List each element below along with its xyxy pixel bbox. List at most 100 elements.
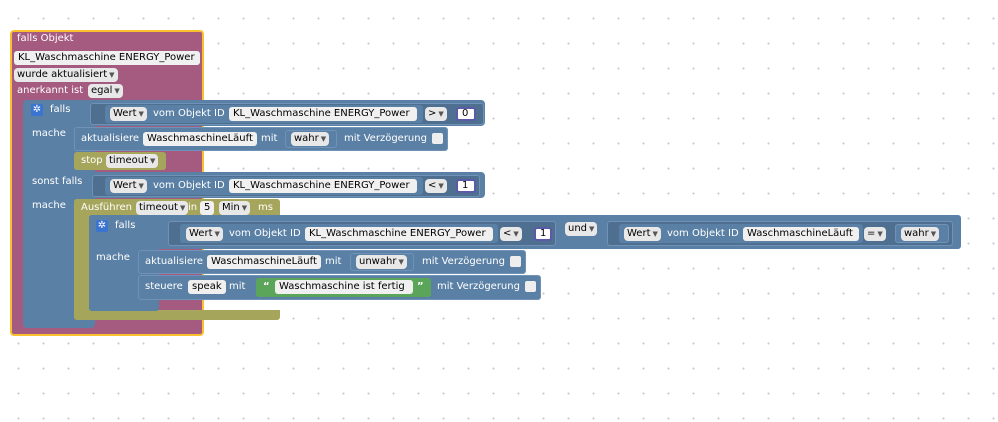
- chevron-down-icon: ▼: [109, 71, 115, 79]
- update2-bool-dropdown[interactable]: unwahr▼: [356, 255, 407, 269]
- ack-value: egal: [91, 85, 113, 96]
- if1-mache2-label: mache: [32, 200, 66, 211]
- cond1-number-field[interactable]: 0: [456, 107, 476, 121]
- timeout-suffix-label: ms: [258, 202, 273, 213]
- cond2-prop-dropdown[interactable]: Wert▼: [110, 179, 147, 193]
- and-value: und: [568, 223, 588, 234]
- update-block-2[interactable]: [138, 250, 526, 274]
- if2-mache-label: mache: [96, 252, 130, 263]
- chevron-down-icon: ▼: [398, 258, 404, 266]
- timeout-name-dropdown[interactable]: timeout▼: [136, 201, 189, 215]
- gear-icon[interactable]: ✲: [96, 220, 108, 232]
- timeout-unit-value: Min: [222, 202, 240, 213]
- update-block-1[interactable]: [74, 127, 448, 151]
- condb-op-value: =: [867, 228, 876, 239]
- conda-number-field[interactable]: 1: [534, 227, 553, 241]
- timeout-block-foot: [74, 310, 280, 320]
- chevron-down-icon: ▼: [438, 182, 444, 190]
- quote-close-icon: ”: [417, 281, 424, 292]
- conda-prop-value: Wert: [189, 228, 213, 239]
- ack-label: anerkannt ist: [17, 85, 84, 96]
- update1-label: aktualisiere: [81, 133, 140, 144]
- update1-var-field[interactable]: WaschmaschineLäuft: [143, 132, 257, 146]
- control-delay-label: mit Verzögerung: [437, 281, 520, 292]
- quote-open-icon: “: [263, 281, 270, 292]
- conda-from-label: vom Objekt ID: [229, 228, 301, 239]
- cond2-prop-value: Wert: [113, 180, 137, 191]
- update1-delay-checkbox[interactable]: [432, 133, 443, 144]
- if1-falls-label: falls: [50, 104, 71, 115]
- trigger-event-value: wurde aktualisiert: [17, 69, 108, 80]
- cond2-object-id-field[interactable]: KL_Waschmaschine ENERGY_Power: [229, 179, 417, 193]
- conda-object-id-field[interactable]: KL_Waschmaschine ENERGY_Power: [305, 227, 493, 241]
- cond1-prop-value: Wert: [113, 108, 137, 119]
- timeout-value-field[interactable]: 5: [200, 201, 215, 215]
- conda-op-dropdown[interactable]: <▼: [500, 227, 522, 241]
- control-text-field[interactable]: Waschmaschine ist fertig: [275, 280, 413, 294]
- update1-with-label: mit: [261, 133, 278, 144]
- chevron-down-icon: ▼: [513, 230, 519, 238]
- update1-delay-label: mit Verzögerung: [344, 133, 427, 144]
- if1-sonst-falls-label: sonst falls: [32, 176, 83, 187]
- chevron-down-icon: ▼: [930, 230, 937, 238]
- control-with-label: mit: [229, 281, 246, 292]
- cond1-prop-dropdown[interactable]: Wert▼: [110, 107, 147, 121]
- chevron-down-icon: ▼: [652, 230, 658, 238]
- chevron-down-icon: ▼: [179, 204, 186, 212]
- update2-var-field[interactable]: WaschmaschineLäuft: [207, 255, 321, 269]
- cond1-op-dropdown[interactable]: >▼: [425, 107, 447, 121]
- if2-falls-label: falls: [115, 220, 136, 231]
- chevron-down-icon: ▼: [241, 204, 248, 212]
- chevron-down-icon: ▼: [320, 135, 327, 143]
- trigger-header: falls Objekt: [17, 33, 74, 44]
- update2-delay-label: mit Verzögerung: [422, 256, 505, 267]
- cond2-number-field[interactable]: 1: [456, 179, 476, 193]
- chevron-down-icon: ▼: [114, 87, 120, 95]
- control-delay-checkbox[interactable]: [525, 281, 536, 292]
- stop-timeout-value: timeout: [109, 155, 148, 166]
- condb-prop-value: Wert: [627, 228, 651, 239]
- cond1-from-label: vom Objekt ID: [153, 108, 225, 119]
- update2-with-label: mit: [325, 256, 342, 267]
- cond1-object-id-field[interactable]: KL_Waschmaschine ENERGY_Power: [229, 107, 417, 121]
- update1-bool-dropdown[interactable]: wahr▼: [291, 132, 330, 146]
- ack-dropdown[interactable]: egal▼: [88, 84, 123, 98]
- conda-prop-dropdown[interactable]: Wert▼: [186, 227, 223, 241]
- timeout-in-label: in: [188, 202, 198, 213]
- and-dropdown[interactable]: und▼: [565, 222, 598, 236]
- gear-icon[interactable]: ✲: [31, 104, 43, 116]
- control-label: steuere: [145, 281, 183, 292]
- timeout-name-value: timeout: [139, 202, 178, 213]
- cond2-op-dropdown[interactable]: <▼: [425, 179, 447, 193]
- if1-mache-label: mache: [32, 128, 66, 139]
- cond2-op-value: <: [428, 180, 437, 191]
- trigger-object-id-field[interactable]: KL_Waschmaschine ENERGY_Power: [14, 51, 200, 65]
- cond1-op-value: >: [428, 108, 437, 119]
- chevron-down-icon: ▼: [214, 230, 220, 238]
- condb-var-field[interactable]: WaschmaschineLäuft: [743, 227, 859, 241]
- chevron-down-icon: ▼: [149, 157, 156, 165]
- trigger-event-dropdown[interactable]: wurde aktualisiert▼: [14, 68, 118, 82]
- update2-label: aktualisiere: [145, 256, 204, 267]
- condb-op-dropdown[interactable]: =▼: [864, 227, 886, 241]
- update2-delay-checkbox[interactable]: [510, 256, 521, 267]
- update2-bool-value: unwahr: [359, 256, 397, 267]
- chevron-down-icon: ▼: [138, 110, 144, 118]
- chevron-down-icon: ▼: [877, 230, 883, 238]
- condb-bool-dropdown[interactable]: wahr▼: [901, 227, 940, 241]
- condb-bool-value: wahr: [904, 228, 929, 239]
- stop-timeout-dropdown[interactable]: timeout▼: [106, 154, 159, 168]
- conda-op-value: <: [503, 228, 512, 239]
- condb-from-label: vom Objekt ID: [667, 228, 739, 239]
- control-target-field[interactable]: speak: [188, 280, 226, 294]
- timeout-label: Ausführen: [81, 202, 132, 213]
- chevron-down-icon: ▼: [589, 225, 595, 233]
- cond2-from-label: vom Objekt ID: [153, 180, 225, 191]
- timeout-unit-dropdown[interactable]: Min▼: [219, 201, 251, 215]
- update1-bool-value: wahr: [294, 133, 319, 144]
- chevron-down-icon: ▼: [438, 110, 444, 118]
- chevron-down-icon: ▼: [138, 182, 144, 190]
- stop-label: stop: [81, 155, 103, 166]
- condb-prop-dropdown[interactable]: Wert▼: [624, 227, 661, 241]
- timeout-block-spine: [74, 199, 90, 320]
